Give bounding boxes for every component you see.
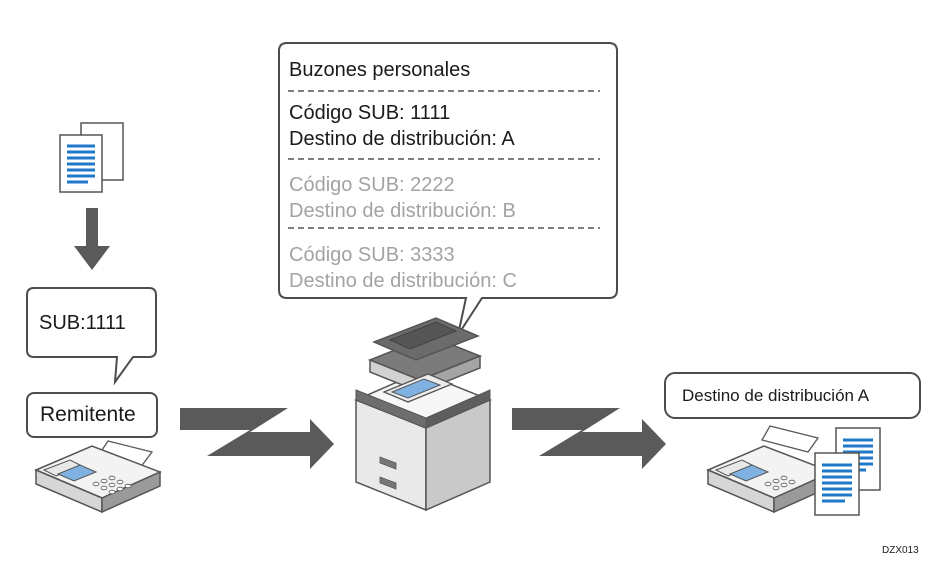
fax-machine-icon — [706, 425, 834, 514]
sub-code-label: SUB:1111 — [39, 312, 126, 334]
sender-label: Remitente — [40, 403, 136, 426]
mailbox-sub-code: Código SUB: 2222 — [289, 174, 455, 196]
sender-label-box — [26, 392, 158, 438]
mailbox-panel-title: Buzones personales — [289, 59, 471, 81]
document-icon — [814, 427, 881, 516]
mailbox-sub-code: Código SUB: 1111 — [289, 102, 451, 124]
down-arrow-icon — [74, 208, 110, 270]
mailbox-panel-bubble — [278, 42, 618, 336]
transmission-arrow-icon — [180, 408, 334, 469]
fax-machine-icon — [34, 440, 162, 514]
transmission-arrow-icon — [512, 408, 666, 469]
receiver-label: Destino de distribución A — [682, 386, 870, 405]
mailbox-destination: Destino de distribución: A — [289, 128, 515, 150]
mailbox-sub-code: Código SUB: 3333 — [289, 244, 455, 266]
sub-code-bubble — [26, 287, 157, 386]
document-icon — [59, 122, 124, 193]
multifunction-printer-icon — [354, 317, 492, 512]
figure-code: DZX013 — [882, 545, 919, 556]
mailbox-destination: Destino de distribución: B — [289, 200, 516, 222]
receiver-label-box — [664, 372, 921, 419]
mailbox-destination: Destino de distribución: C — [289, 270, 517, 292]
